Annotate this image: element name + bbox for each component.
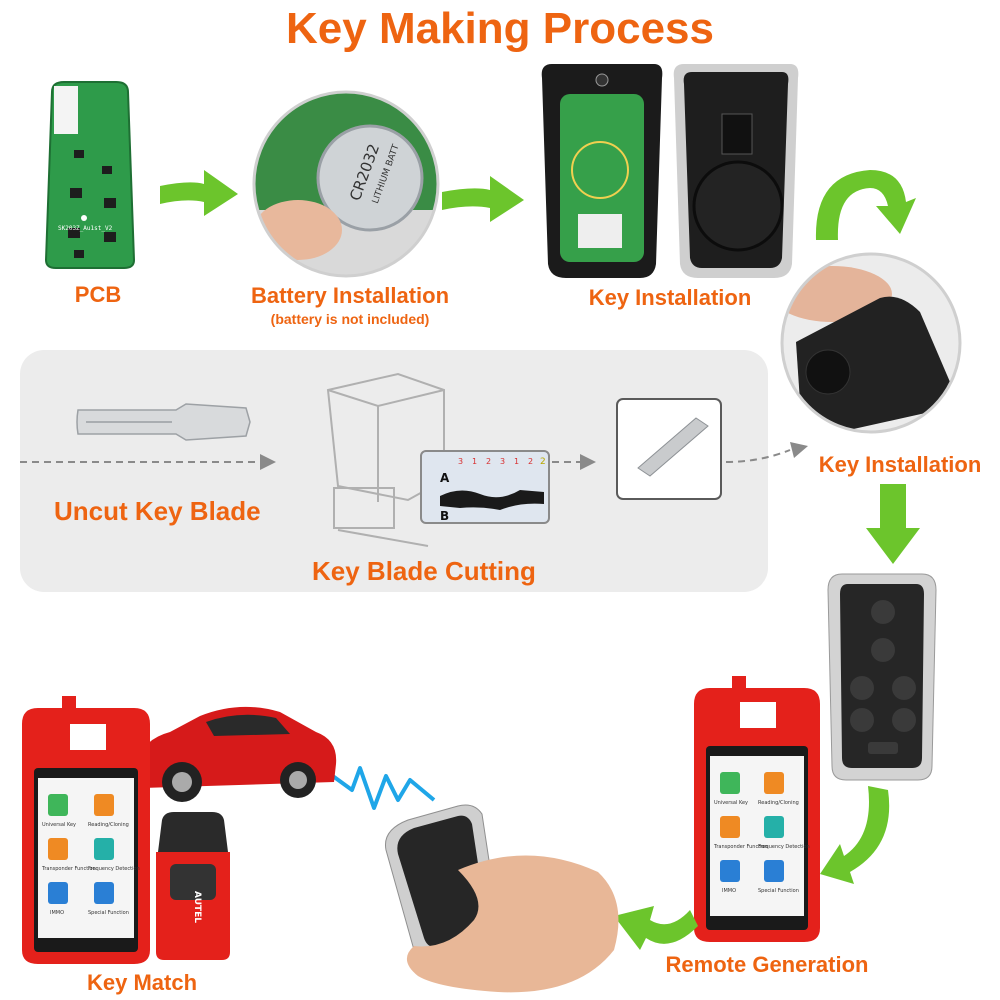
dongle-brand: AUTEL [192,891,202,923]
uncut-key-blade-image [76,403,251,441]
cutting-graph: 3 1 2 3 1 2 2 A B [420,450,550,524]
label-key-installation-1: Key Installation [588,285,752,310]
tablet-menu-item: Universal Key [714,800,748,806]
cutting-depth: 2 [528,457,533,466]
green-curved-arrow-icon [815,170,916,240]
green-curved-arrow-icon [614,906,698,950]
tablet-menu-item: IMMO [50,910,64,916]
red-car-image [135,706,337,802]
label-key-installation-2: Key Installation [818,452,982,477]
label-remote-generation: Remote Generation [665,952,869,977]
key-shell-back-image [673,64,799,278]
green-arrow-icon [160,170,238,216]
pcb-image: SK203Z_Au1st_V2 [44,81,136,269]
label-key-match: Key Match [86,970,198,995]
key-shell-open-image [541,64,663,278]
cutting-depth: 2 [486,457,491,466]
label-pcb: PCB [74,282,122,307]
label-battery-note: (battery is not included) [270,311,430,327]
cutting-depth: 2 [540,457,546,467]
page-title: Key Making Process [286,4,714,53]
tablet-menu-item: Frequency Detection [88,866,140,872]
label-uncut-key-blade: Uncut Key Blade [54,496,261,526]
green-down-arrow-icon [866,484,920,564]
hand-holding-remote-image [384,804,619,993]
tablet-menu-item: IMMO [722,888,736,894]
battery-install-image: CR2032 LITHIUM BATT [252,90,440,278]
wireless-signal-icon [328,766,436,810]
tablet-menu-item: Special Function [758,888,799,894]
cutting-depth: 1 [514,457,519,466]
tablet-menu-item: Transponder Function [713,844,768,850]
tablet-menu-item: Special Function [88,910,129,916]
label-key-blade-cutting: Key Blade Cutting [312,556,536,586]
green-curved-arrow-icon [820,786,890,884]
tablet-menu-item: Frequency Detection [758,844,810,850]
tablet-menu-item: Reading/Cloning [758,800,799,806]
tablet-menu-item: Reading/Cloning [88,822,129,828]
smart-key-remote-image [827,573,937,781]
cutting-row-a: A [440,471,450,485]
tablet-menu-item: Transponder Function [41,866,96,872]
green-arrow-icon [442,176,524,222]
cutting-depth: 3 [458,457,463,466]
pcb-silkscreen: SK203Z_Au1st_V2 [58,225,113,232]
cutting-depth: 3 [500,457,505,466]
tablet-menu-item: Universal Key [42,822,76,828]
obd-dongle-image: AUTEL [156,812,230,960]
key-programmer-tablet-image: Universal Key Reading/Cloning Transponde… [694,676,820,942]
label-battery-installation: Battery Installation [250,283,450,308]
cutting-row-b: B [440,509,449,523]
cutting-depth: 1 [472,457,477,466]
key-installation-image [780,252,962,434]
cut-key-blade-image [616,398,722,500]
key-programmer-tablet-image: Universal Key Reading/Cloning Transponde… [22,696,150,964]
